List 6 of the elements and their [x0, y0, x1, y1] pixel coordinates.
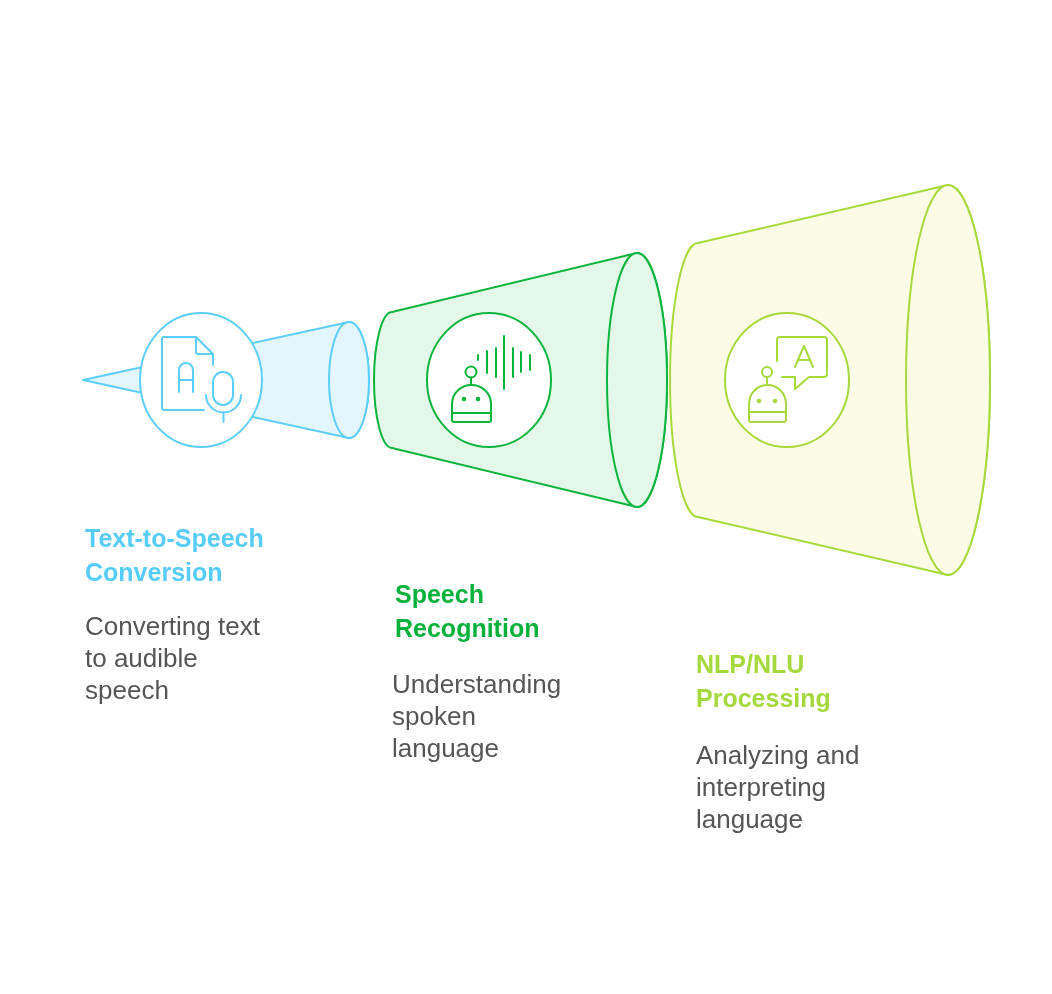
stage-description: Understanding spoken language — [392, 668, 563, 764]
stage-heading: Text-to-Speech Conversion — [85, 523, 265, 588]
stage-heading: NLP/NLU Processing — [696, 649, 832, 714]
stage-description: Analyzing and interpreting language — [696, 739, 861, 835]
stage-description: Converting text to audible speech — [85, 610, 261, 706]
stage-heading: Speech Recognition — [395, 579, 541, 644]
